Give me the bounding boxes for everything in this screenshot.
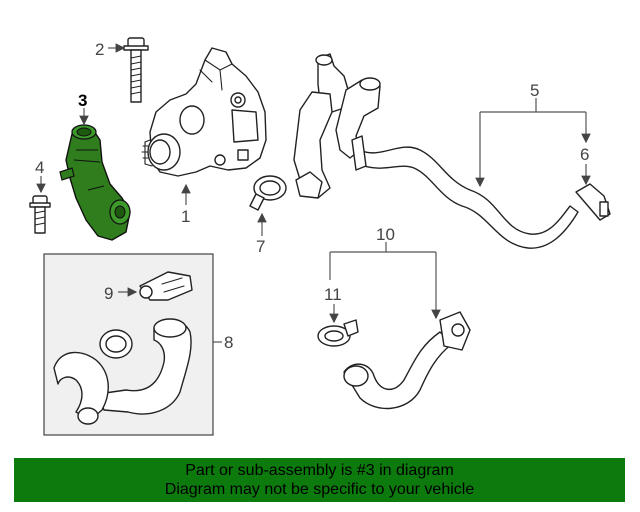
callout-1: 1 [181,207,190,226]
thermostat-housing-part-3[interactable] [59,124,131,241]
bolt-part-4[interactable] [29,195,51,234]
callout-7: 7 [256,237,265,256]
callout-4: 4 [35,158,44,177]
callout-11: 11 [324,285,342,304]
callout-8: 8 [224,333,233,352]
callout-2: 2 [95,40,104,59]
callout-10: 10 [376,225,395,244]
connector-part-9[interactable] [139,271,193,301]
clamp-part-11[interactable] [317,319,359,347]
callout-5: 5 [530,81,539,100]
water-pump-part-1[interactable] [141,47,267,177]
clip-part-6[interactable] [575,183,611,221]
hose-assembly-part-8[interactable] [53,318,192,425]
info-banner: Part or sub-assembly is #3 in diagram Di… [14,458,625,502]
hose-clamp-part-7[interactable] [249,175,287,211]
lower-hose-part-10[interactable] [343,311,471,410]
callout-3: 3 [78,91,87,110]
callout-6: 6 [580,145,589,164]
banner-line-2: Diagram may not be specific to your vehi… [164,481,475,498]
upper-hose-assembly[interactable] [293,53,381,199]
bracket-10 [330,242,436,253]
parts-diagram: 2 1 3 4 [29,37,611,436]
coolant-hose-part-5[interactable] [351,135,579,249]
bolt-part-2[interactable] [123,37,149,103]
callout-9: 9 [104,284,113,303]
bracket-5 [480,98,586,113]
banner-line-1: Part or sub-assembly is #3 in diagram [185,462,454,479]
